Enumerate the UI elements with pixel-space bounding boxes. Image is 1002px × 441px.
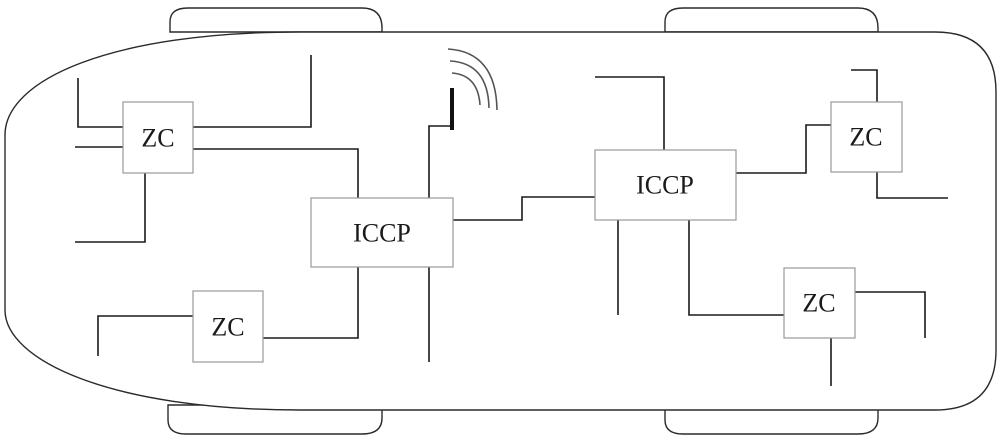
signal-arc-1 [451, 72, 481, 106]
zc-label: ZC [849, 123, 882, 152]
wheel-rear-right [664, 404, 879, 435]
zc-label: ZC [141, 124, 174, 153]
iccp-label: ICCP [636, 171, 694, 200]
vehicle-body-outline [4, 31, 997, 411]
wire-zc-bl-to-iccp-left [263, 267, 359, 339]
zc-box [192, 290, 264, 363]
iccp-box [594, 149, 737, 221]
wire-iccp-right-to-zc-tr [736, 124, 831, 174]
wire-tr-stub-top [851, 69, 878, 102]
zc-box [830, 101, 903, 173]
antenna-signal-icon [447, 48, 498, 130]
wire-zc-tl-to-iccp-left [193, 148, 359, 198]
wire-tl-4 [75, 173, 146, 243]
iccp-box [310, 197, 454, 268]
node-zc-bottom-left: ZC [192, 290, 264, 363]
wire-iccp-left-to-iccp-right [453, 196, 596, 221]
signal-arc-3 [447, 48, 498, 111]
wire-tl-3 [193, 55, 312, 128]
wire-iccp-right-to-zc-br [688, 220, 784, 316]
node-iccp-right: ICCP [594, 149, 737, 221]
node-zc-bottom-right: ZC [783, 267, 856, 339]
node-zc-top-left: ZC [122, 101, 194, 174]
wheel-front-left [169, 7, 383, 33]
zc-box [783, 267, 856, 339]
wire-tr-stub-right [876, 172, 948, 199]
wire-tl-1 [77, 78, 123, 128]
wiring [75, 55, 948, 386]
zc-label: ZC [802, 289, 835, 318]
node-zc-top-right: ZC [830, 101, 903, 173]
wire-antenna [428, 125, 452, 362]
wire-bl-stub [97, 315, 193, 356]
signal-arc-2 [449, 60, 490, 109]
wheels [167, 7, 879, 435]
wheel-rear-left [167, 404, 383, 435]
wire-br-stub-right [855, 291, 926, 338]
zc-label: ZC [211, 313, 244, 342]
iccp-label: ICCP [353, 219, 411, 248]
node-iccp-left: ICCP [310, 197, 454, 268]
wheel-front-right [664, 7, 879, 33]
zc-box [122, 101, 194, 174]
wire-iccp-right-top [595, 76, 665, 150]
